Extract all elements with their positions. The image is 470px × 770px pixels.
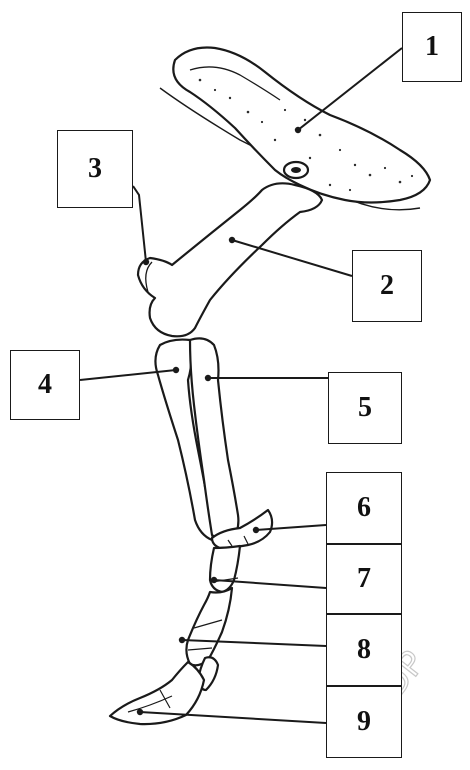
label-box-4: 4 [10, 350, 80, 420]
label-box-1: 1 [402, 12, 462, 82]
label-box-2: 2 [352, 250, 422, 322]
pointer-dot-3 [143, 259, 149, 265]
pointer-dot-9 [137, 709, 143, 715]
label-box-6: 6 [326, 472, 402, 544]
pointer-dot-6 [253, 527, 259, 533]
pointer-dot-5 [205, 375, 211, 381]
pointer-dot-8 [179, 637, 185, 643]
label-box-8: 8 [326, 614, 402, 686]
phalanges [186, 588, 232, 665]
pointer-dot-1 [295, 127, 301, 133]
glenoid-center [291, 167, 301, 173]
pointer-dot-2 [229, 237, 235, 243]
label-box-3: 3 [57, 130, 133, 208]
leader-3 [133, 186, 146, 262]
scapula [173, 48, 430, 203]
pointer-dot-4 [173, 367, 179, 373]
humerus [138, 183, 322, 336]
label-box-5: 5 [328, 372, 402, 444]
leader-1 [298, 48, 402, 130]
pointer-dot-7 [211, 577, 217, 583]
metacarpal [210, 546, 240, 592]
label-box-9: 9 [326, 686, 402, 758]
label-box-7: 7 [326, 544, 402, 614]
